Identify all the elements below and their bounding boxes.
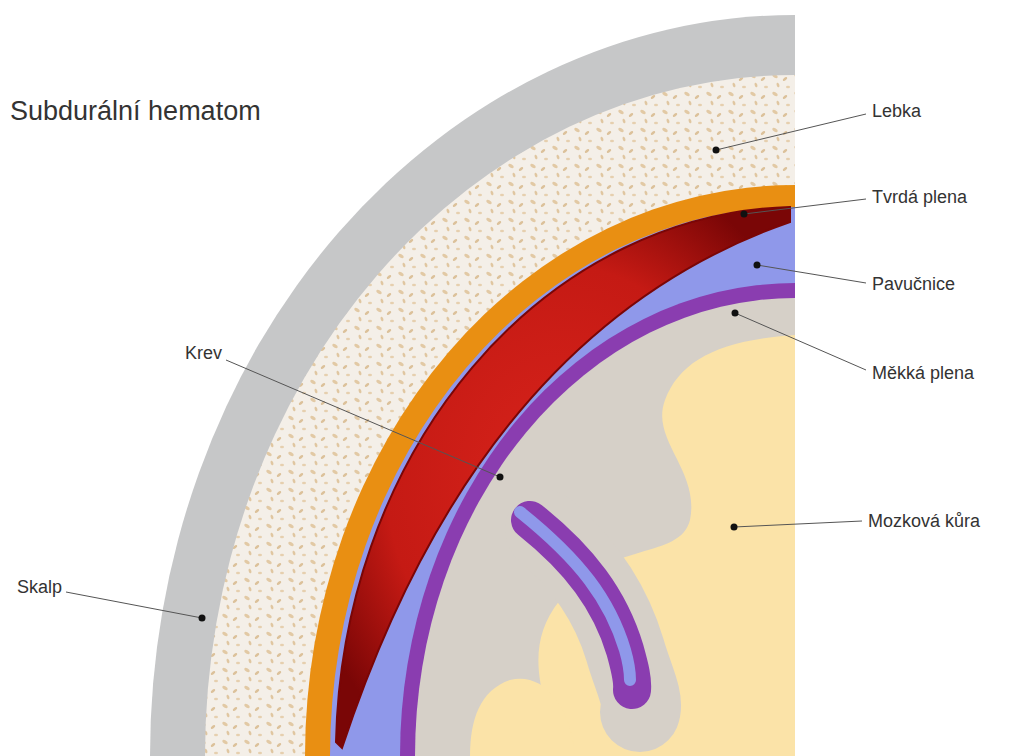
skull — [205, 75, 795, 756]
pia-mater — [400, 283, 795, 756]
dura-mater — [305, 185, 795, 756]
white-matter — [470, 679, 575, 756]
part-label: Lebka — [872, 101, 921, 123]
part-label: Měkká plena — [872, 363, 974, 385]
part-label: Tvrdá plena — [872, 187, 967, 209]
sulcus-arachnoid — [520, 512, 630, 680]
leader-lines — [66, 114, 866, 618]
part-label: Krev — [185, 343, 222, 365]
diagram-title: Subdurální hematom — [10, 96, 261, 127]
cortex-grey — [415, 298, 795, 756]
part-label: Pavučnice — [872, 274, 955, 296]
leader-dots — [199, 147, 761, 622]
part-label: Skalp — [17, 577, 62, 599]
part-label: Mozková kůra — [868, 511, 980, 533]
scalp — [150, 15, 795, 756]
arachnoid — [330, 207, 795, 756]
sulcus-pia — [530, 520, 632, 690]
